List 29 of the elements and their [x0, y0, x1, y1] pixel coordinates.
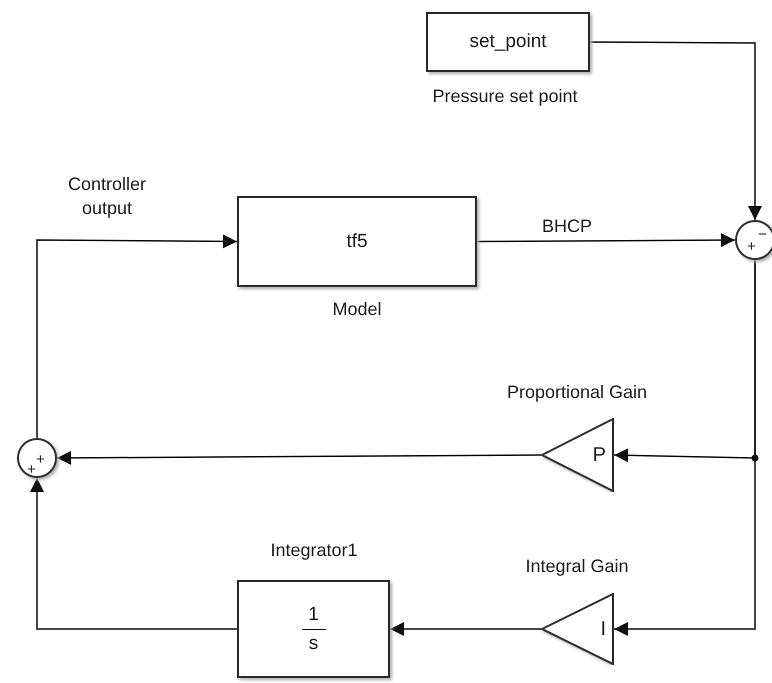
block-caption: Pressure set point — [432, 85, 578, 108]
denominator: s — [308, 632, 318, 656]
sum-circle — [17, 438, 57, 478]
transfer-function-block — [237, 196, 477, 287]
sum-circle — [735, 220, 772, 260]
numerator: 1 — [308, 602, 319, 626]
block-box — [426, 12, 590, 72]
gain-triangle — [541, 418, 614, 492]
sign-label: − — [758, 227, 767, 242]
sign-label: + — [27, 462, 36, 477]
block-caption: Model — [332, 298, 382, 321]
integrator-block — [237, 580, 390, 678]
block-label: tf5 — [346, 230, 368, 252]
signal-arrow — [614, 260, 756, 636]
block-caption: Integrator1 — [270, 539, 358, 562]
sign-label: + — [36, 452, 45, 467]
block-caption: Integral Gain — [525, 555, 629, 578]
gain-label: I — [600, 617, 606, 641]
sign-label: + — [747, 239, 756, 254]
block-caption: Proportional Gain — [506, 381, 648, 404]
gain-label: P — [592, 443, 606, 467]
signal-arrow — [390, 622, 541, 636]
signal-arrow — [57, 450, 541, 465]
signal-arrow — [36, 234, 237, 438]
gain-triangle — [541, 593, 614, 665]
block-label: set_point — [469, 31, 547, 53]
signal-arrow — [477, 233, 735, 248]
signal-arrow — [590, 41, 762, 220]
signal-arrow — [30, 478, 237, 630]
